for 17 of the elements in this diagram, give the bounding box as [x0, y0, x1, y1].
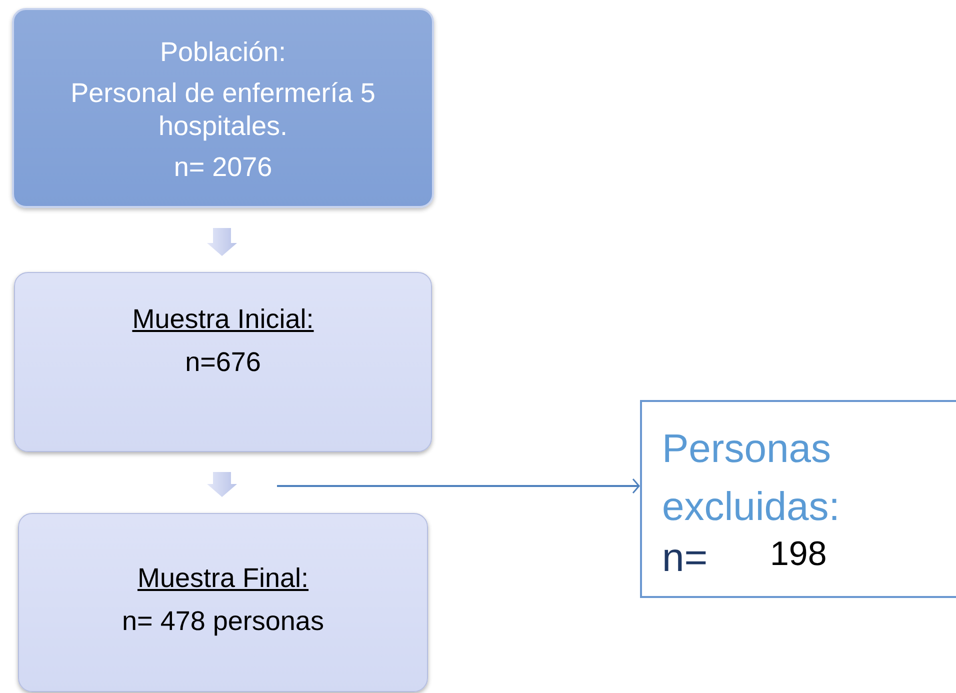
arrow	[277, 478, 640, 494]
count-label: n=	[662, 536, 709, 581]
process-box	[12, 8, 434, 208]
heading-text: Población:	[158, 36, 288, 69]
body-text: n= 478 personas	[121, 605, 325, 638]
process-box	[18, 513, 428, 692]
process-box	[14, 272, 432, 452]
body-text: n= 2076	[172, 151, 274, 184]
heading-text: Muestra Inicial:	[131, 303, 315, 336]
body-text: n=676	[184, 346, 262, 379]
count-value: 198	[770, 535, 827, 574]
heading-text: Muestra Final:	[136, 562, 310, 595]
heading-text: Personas excluidas:	[662, 426, 841, 531]
excluded-box	[640, 400, 956, 598]
body-text: Personal de enfermería 5 hospitales.	[70, 77, 376, 143]
block-arrow	[207, 472, 237, 497]
block-arrow	[207, 228, 237, 256]
